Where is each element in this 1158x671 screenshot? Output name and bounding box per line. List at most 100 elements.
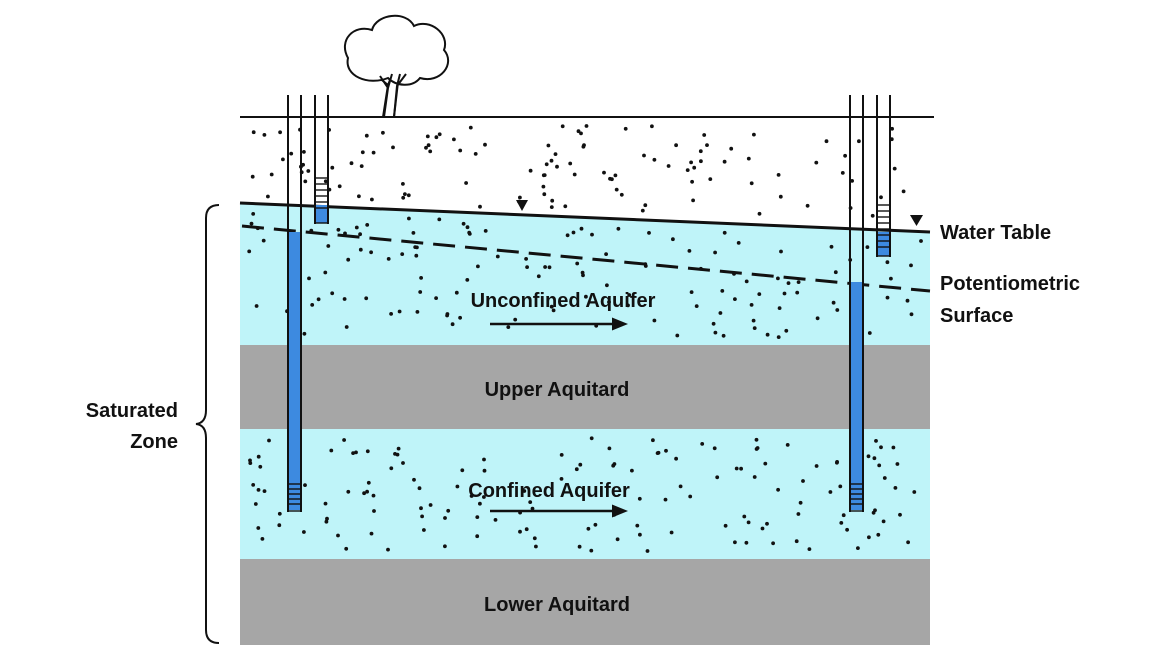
sediment-dot (581, 273, 585, 278)
sediment-dot (547, 265, 552, 270)
sediment-dot (879, 445, 883, 450)
sediment-dot (722, 230, 727, 235)
sediment-dot (256, 526, 261, 530)
sediment-dot (346, 489, 351, 494)
sediment-dot (473, 152, 478, 156)
sediment-dot (381, 130, 385, 135)
sediment-dot (493, 518, 498, 522)
sediment-dot (604, 252, 608, 256)
sediment-dot (420, 514, 424, 519)
sediment-dot (675, 333, 680, 338)
sediment-dot (722, 159, 727, 164)
sediment-dot (550, 198, 555, 203)
sediment-dot (289, 151, 294, 156)
sediment-dot (839, 521, 844, 525)
left-deep-well-water (289, 232, 300, 510)
sediment-dot (574, 467, 579, 472)
sediment-dot (615, 537, 620, 542)
sediment-dot (637, 496, 642, 501)
sediment-dot (590, 232, 594, 237)
sediment-dot (482, 468, 487, 473)
sediment-dot (838, 484, 843, 489)
sediment-dot (302, 530, 306, 534)
right-shallow-well (876, 95, 891, 257)
sediment-dot (482, 457, 486, 462)
sediment-dot (249, 221, 254, 226)
sediment-dot (506, 325, 511, 329)
sediment-dot (555, 164, 559, 169)
sediment-dot (872, 456, 877, 461)
sediment-dot (687, 249, 692, 253)
sediment-dot (840, 171, 845, 175)
sediment-dot (801, 479, 805, 483)
sediment-dot (901, 189, 906, 194)
sediment-dot (563, 204, 568, 209)
sediment-dot (330, 291, 335, 296)
right-shallow-well-screen (877, 204, 890, 257)
sediment-dot (326, 244, 331, 248)
sediment-dot (396, 446, 401, 451)
sediment-dot (891, 445, 896, 450)
sediment-dot (776, 487, 780, 492)
sediment-dot (589, 548, 594, 553)
sediment-dot (857, 139, 861, 144)
sediment-dot (666, 164, 671, 168)
sediment-dot (593, 522, 598, 527)
sediment-dot (277, 511, 282, 516)
sediment-dot (571, 230, 576, 235)
sediment-dot (749, 181, 754, 186)
sediment-dot (584, 124, 589, 128)
unconfined-aquifer-layer (240, 203, 930, 345)
sediment-dot (814, 160, 819, 165)
sediment-dot (906, 540, 910, 545)
sediment-dot (365, 489, 369, 494)
sediment-dot (763, 461, 768, 466)
sediment-dot (513, 317, 518, 322)
sediment-dot (909, 312, 914, 317)
sediment-dot (729, 146, 734, 151)
sediment-dot (630, 468, 634, 473)
arrow-right-icon (490, 504, 628, 518)
sediment-dot (752, 132, 756, 137)
sediment-dot (336, 227, 341, 232)
sediment-dot (386, 257, 391, 261)
sediment-dot (371, 150, 376, 155)
sediment-dot (742, 514, 747, 519)
sediment-dot (694, 304, 699, 308)
sediment-dot (850, 179, 854, 183)
sediment-dot (794, 539, 799, 544)
sediment-dot (530, 506, 535, 511)
sediment-dot (776, 173, 781, 177)
sediment-dot (584, 294, 588, 299)
sediment-dot (579, 131, 583, 136)
sediment-dot (475, 515, 480, 519)
sediment-dot (765, 332, 770, 337)
sediment-dot (829, 244, 834, 249)
sediment-dot (610, 177, 614, 182)
sediment-dot (690, 179, 694, 184)
sediment-dot (663, 497, 668, 502)
sediment-dot (250, 174, 255, 179)
sediment-dot (546, 143, 551, 148)
sediment-dot (760, 526, 765, 531)
sediment-dot (482, 495, 486, 499)
sediment-dot (262, 489, 267, 493)
sediment-dot (414, 253, 419, 258)
sediment-dot (357, 194, 361, 199)
water-level-marker-icon (516, 200, 528, 211)
sediment-dot (483, 142, 487, 147)
sediment-dot (776, 335, 781, 339)
left-deep-well (287, 95, 302, 512)
sediment-dot (542, 192, 547, 197)
sediment-dot (866, 454, 871, 459)
sediment-dot (465, 278, 470, 282)
sediment-dot (476, 264, 480, 269)
sediment-dot (805, 203, 810, 208)
sediment-dot (626, 303, 630, 308)
sediment-dot (324, 519, 329, 524)
sediment-dot (734, 466, 739, 471)
sediment-dot (898, 512, 902, 517)
sediment-dot (635, 523, 640, 528)
sediment-dot (258, 464, 263, 469)
